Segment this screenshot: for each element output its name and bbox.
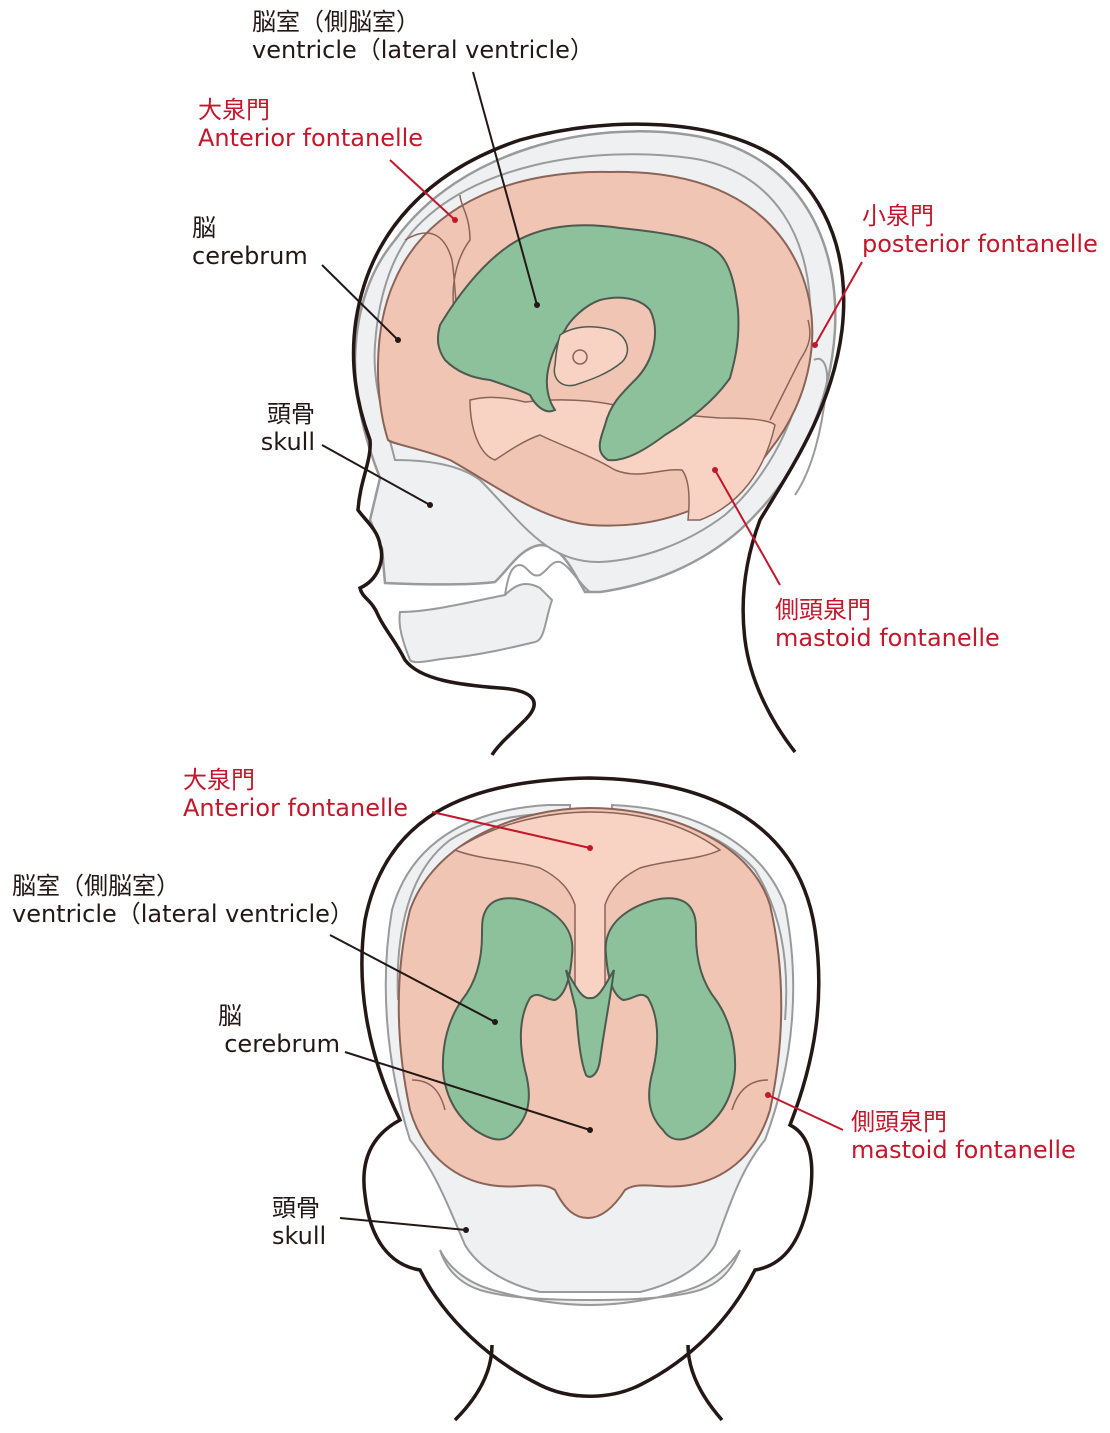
side-label-mastoid-en: mastoid fontanelle: [775, 624, 1000, 652]
front-label-cerebrum-en: cerebrum: [200, 1030, 340, 1058]
front-leader-skull: [340, 1218, 466, 1230]
front-leader-cerebrum-dot: [587, 1127, 593, 1133]
side-leader-posterior-dot: [812, 342, 818, 348]
front-leader-anterior-dot: [587, 845, 593, 851]
side-label-skull-ja: 頭骨: [255, 400, 315, 428]
side-label-mastoid-fontanelle: 側頭泉門 mastoid fontanelle: [775, 596, 1000, 652]
side-label-ventricle: 脳室（側脳室） ventricle（lateral ventricle）: [252, 8, 594, 64]
side-label-cerebrum-ja: 脳: [192, 214, 308, 242]
side-label-anterior-fontanelle: 大泉門 Anterior fontanelle: [198, 96, 423, 152]
side-label-posterior-ja: 小泉門: [862, 202, 1098, 230]
front-label-mastoid-fontanelle: 側頭泉門 mastoid fontanelle: [851, 1108, 1076, 1164]
side-jaw: [399, 584, 552, 662]
side-leader-anterior-dot: [452, 217, 458, 223]
side-view: [322, 72, 862, 755]
side-neck-line: [492, 720, 525, 755]
front-neck-left: [455, 1345, 492, 1420]
side-leader-cerebrum-dot: [395, 337, 401, 343]
front-label-ventricle-ja: 脳室（側脳室）: [12, 872, 354, 900]
side-label-cerebrum-en: cerebrum: [192, 242, 308, 270]
front-leader-mastoid-dot: [765, 1092, 771, 1098]
side-label-skull: 頭骨 skull: [255, 400, 315, 456]
side-label-posterior-fontanelle: 小泉門 posterior fontanelle: [862, 202, 1098, 258]
front-label-skull: 頭骨 skull: [272, 1194, 326, 1250]
front-view: [330, 778, 843, 1420]
front-label-mastoid-ja: 側頭泉門: [851, 1108, 1076, 1136]
front-neck-right: [688, 1345, 722, 1420]
side-label-cerebrum: 脳 cerebrum: [192, 214, 308, 270]
front-label-skull-en: skull: [272, 1222, 326, 1250]
front-leader-ventricle-dot: [492, 1019, 498, 1025]
side-leader-skull-dot: [427, 502, 433, 508]
front-label-ventricle: 脳室（側脳室） ventricle（lateral ventricle）: [12, 872, 354, 928]
front-leader-skull-dot: [463, 1227, 469, 1233]
front-label-cerebrum-ja: 脳: [200, 1002, 340, 1030]
front-label-anterior-en: Anterior fontanelle: [183, 794, 408, 822]
side-label-skull-en: skull: [255, 428, 315, 456]
front-leader-mastoid: [768, 1095, 843, 1130]
side-label-anterior-ja: 大泉門: [198, 96, 423, 124]
side-leader-ventricle-dot: [534, 302, 540, 308]
front-label-ventricle-en: ventricle（lateral ventricle）: [12, 900, 354, 928]
side-label-ventricle-ja: 脳室（側脳室）: [252, 8, 594, 36]
front-label-anterior-ja: 大泉門: [183, 766, 408, 794]
side-leader-mastoid-dot: [712, 467, 718, 473]
side-ventricle-dot: [573, 350, 587, 364]
side-label-mastoid-ja: 側頭泉門: [775, 596, 1000, 624]
side-label-posterior-en: posterior fontanelle: [862, 230, 1098, 258]
front-label-cerebrum: 脳 cerebrum: [200, 1002, 340, 1058]
front-label-mastoid-en: mastoid fontanelle: [851, 1136, 1076, 1164]
front-label-anterior-fontanelle: 大泉門 Anterior fontanelle: [183, 766, 408, 822]
side-label-anterior-en: Anterior fontanelle: [198, 124, 423, 152]
front-label-skull-ja: 頭骨: [272, 1194, 326, 1222]
side-label-ventricle-en: ventricle（lateral ventricle）: [252, 36, 594, 64]
